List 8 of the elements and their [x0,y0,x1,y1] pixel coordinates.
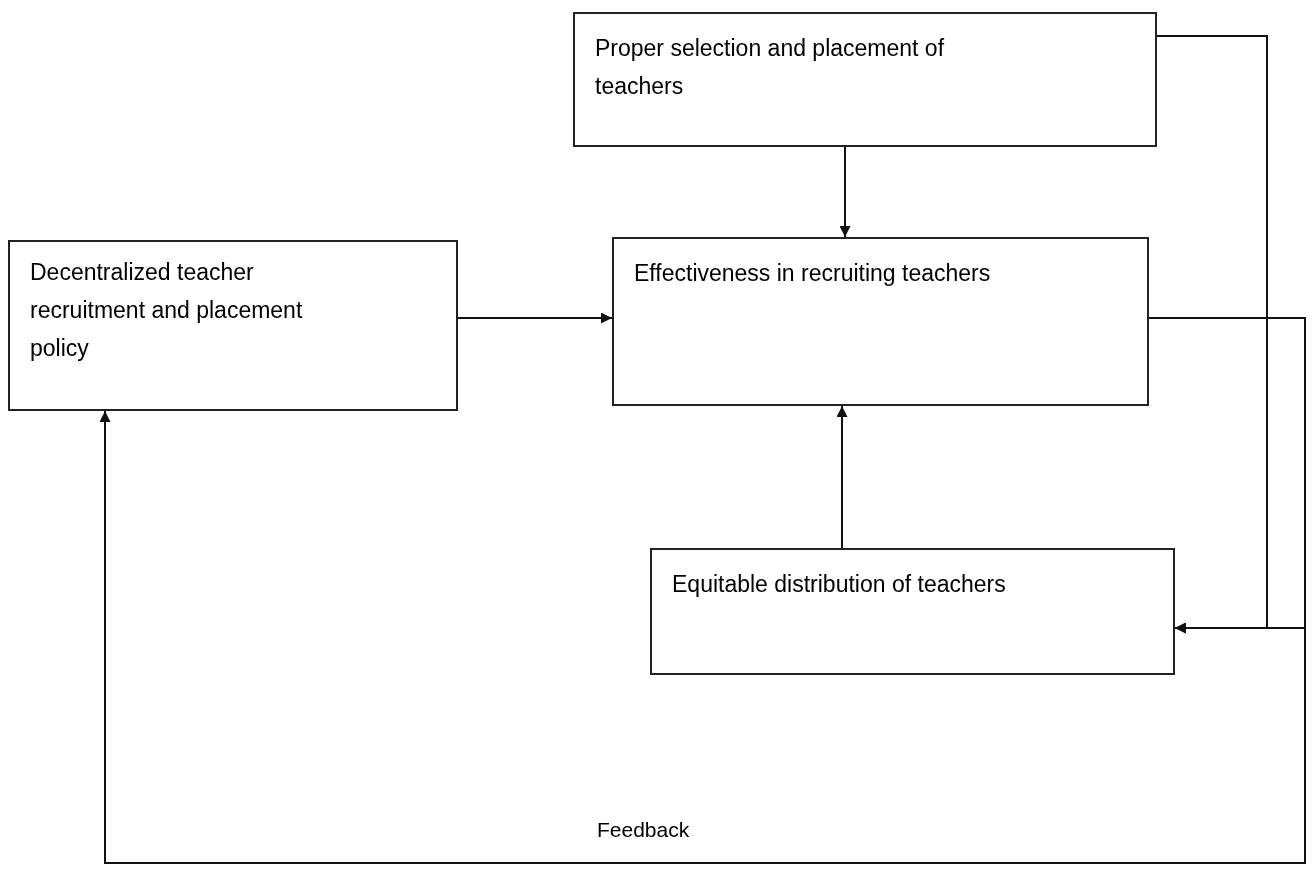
process-box: Decentralized teacher recruitment and placement policy [8,240,458,411]
process-box: Equitable distribution of teachers [650,548,1175,675]
arrow [836,405,848,549]
arrow [99,317,1306,864]
process-box: Effectiveness in recruiting teachers [612,237,1149,406]
process-box: Proper selection and placement of teachers [573,12,1157,147]
arrow [839,146,851,238]
arrow [457,312,613,324]
